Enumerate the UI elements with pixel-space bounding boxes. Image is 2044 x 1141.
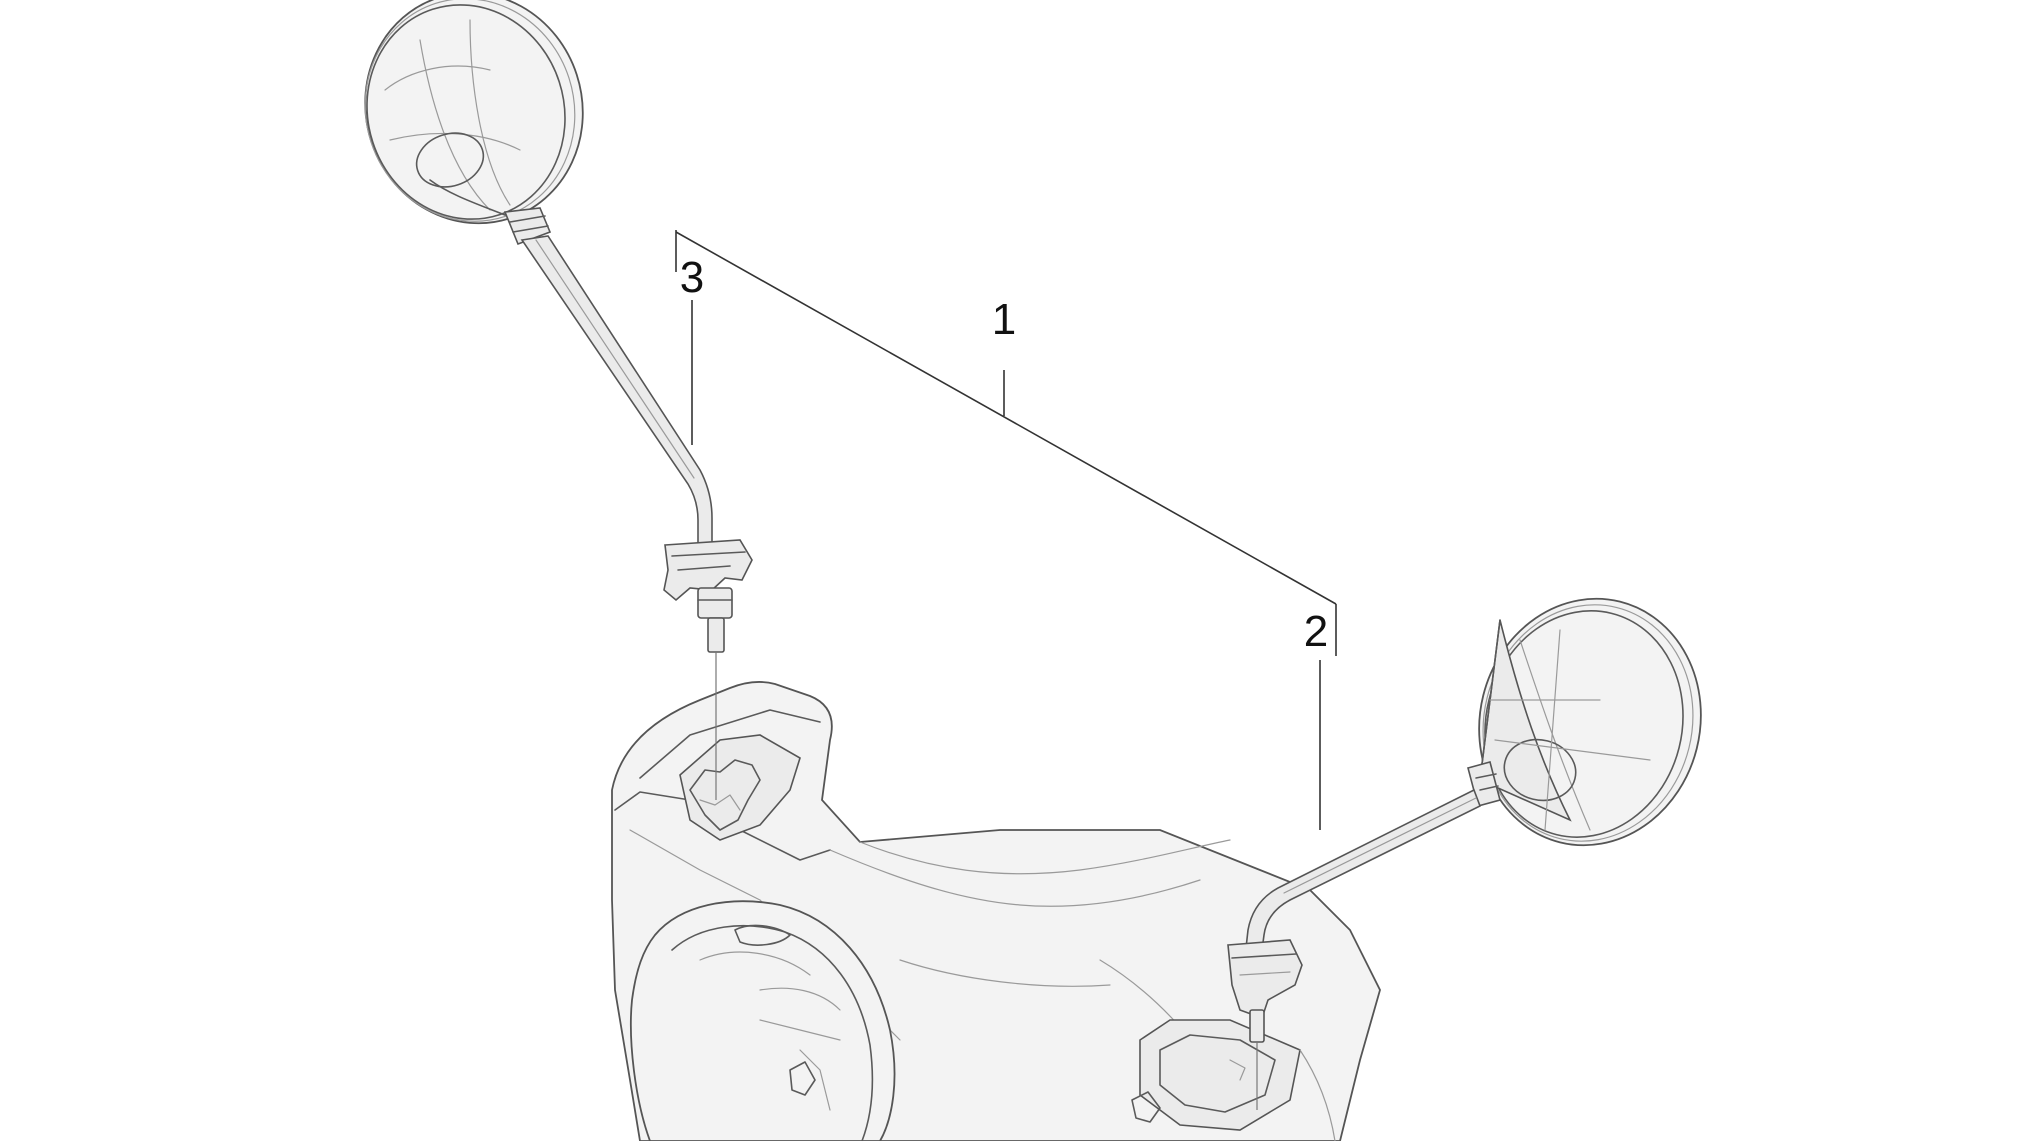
callout-leaders — [675, 230, 1337, 830]
left-mirror-icon — [364, 0, 753, 653]
callout-3: 3 — [680, 253, 704, 302]
callout-2: 2 — [1304, 607, 1328, 656]
handlebar-cover-icon — [611, 681, 1381, 1141]
callout-1: 1 — [992, 295, 1016, 344]
right-mirror-icon — [1227, 597, 1702, 1043]
